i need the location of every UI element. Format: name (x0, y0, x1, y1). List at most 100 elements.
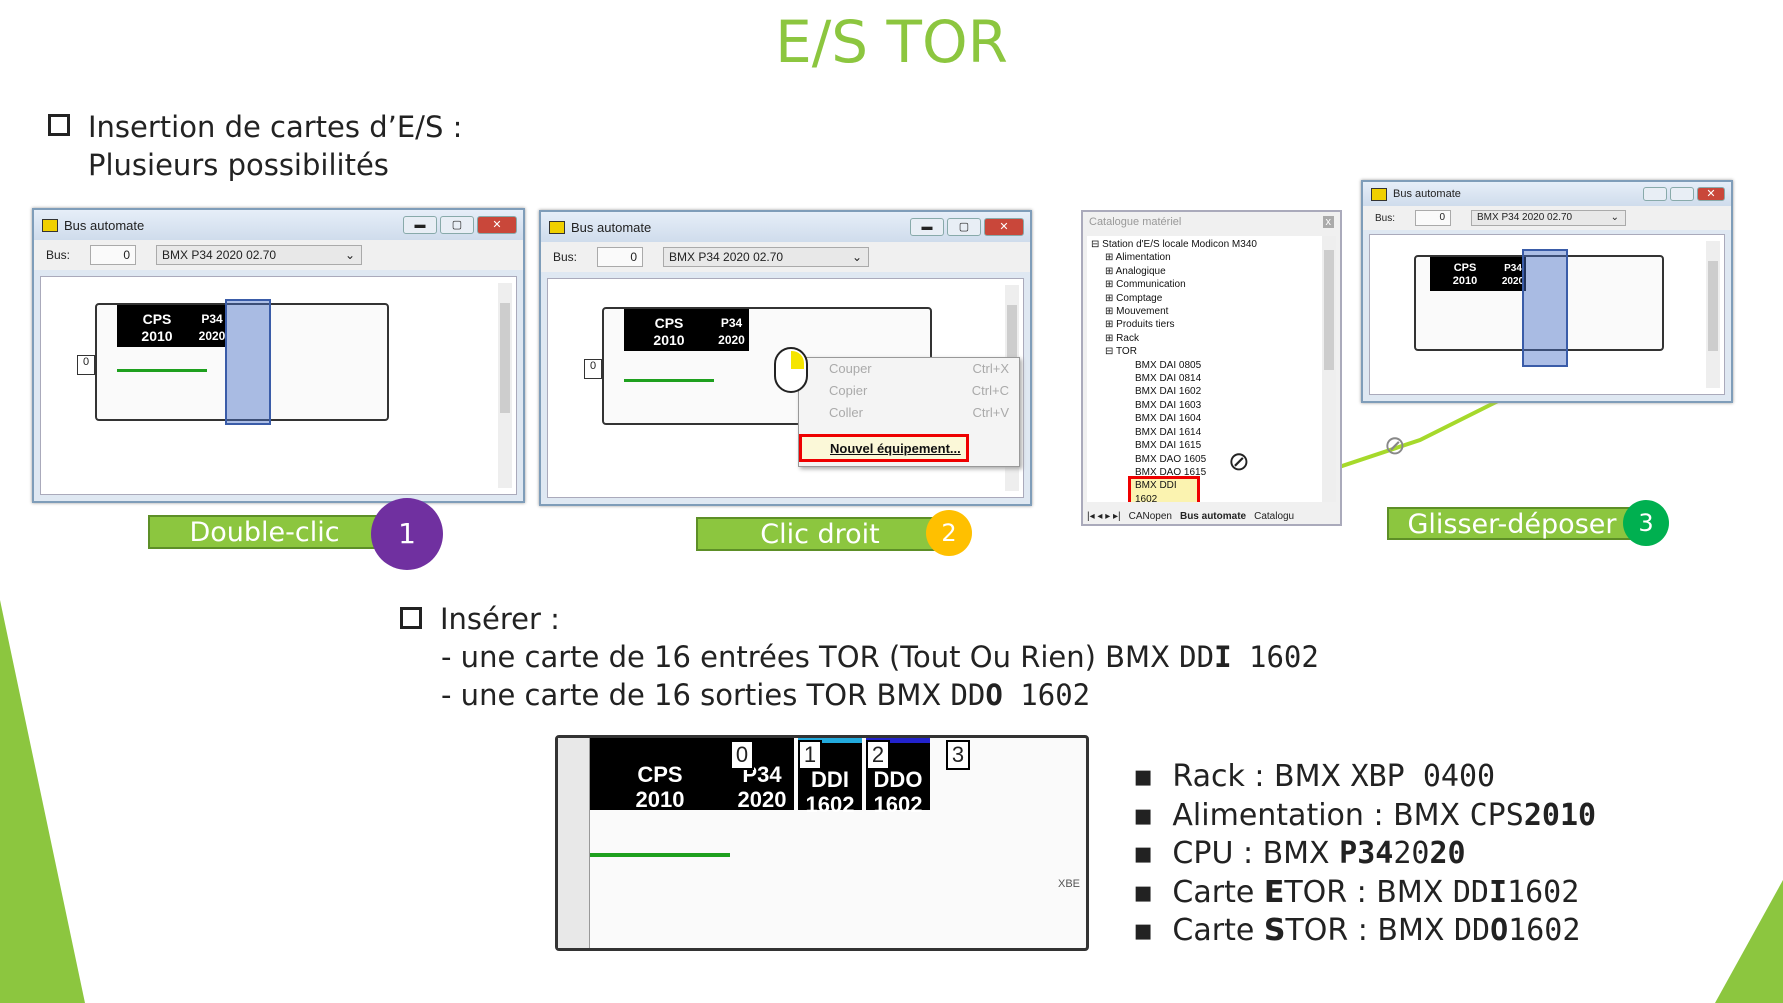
rack-number: 0 (77, 355, 95, 375)
scrollbar[interactable] (498, 283, 512, 488)
close-button[interactable]: ✕ (984, 218, 1024, 236)
tab-catalogue[interactable]: Catalogu (1254, 511, 1295, 522)
catalogue-tree: ⊟ Station d'E/S locale Modicon M340 ⊞ Al… (1087, 236, 1322, 502)
scrollbar[interactable] (1706, 241, 1720, 388)
dropped-module[interactable] (1522, 249, 1568, 367)
bus-icon (42, 218, 58, 232)
step-badge-3: 3 (1623, 500, 1669, 546)
bullet-checkbox-icon (48, 114, 70, 136)
tab-bus-automate[interactable]: Bus automate (1179, 511, 1247, 522)
bus-icon (549, 220, 565, 234)
tree-group[interactable]: ⊞ Communication (1105, 279, 1186, 291)
cpu-select[interactable]: BMX P34 2020 02.70⌄ (156, 245, 363, 265)
bus-automate-window-1: Bus automate ▬▢✕ Bus: 0 BMX P34 2020 02.70… (32, 208, 525, 503)
window-title: Bus automate (1393, 188, 1461, 200)
window-title: Bus automate (571, 219, 652, 235)
maximize-button[interactable]: ▢ (440, 216, 474, 234)
bus-input[interactable]: 0 (90, 245, 137, 265)
slide-title: E/S TOR (775, 8, 1008, 76)
minimize-button[interactable] (1643, 187, 1667, 201)
tree-item[interactable]: BMX DDI 1602 (1128, 476, 1200, 502)
intro-line1: Insertion de cartes d’E/S : (88, 110, 463, 144)
bus-label: Bus: (553, 250, 578, 264)
insert-line-ddi: - une carte de 16 entrées TOR (Tout Ou R… (441, 640, 1319, 674)
slot-2: 2 (866, 740, 890, 770)
no-drop-icon-faded: ⊘ (1384, 430, 1406, 460)
tree-group[interactable]: ⊞ Alimentation (1105, 252, 1171, 264)
tree-group[interactable]: ⊞ Produits tiers (1105, 319, 1175, 331)
tree-item[interactable]: BMX DAI 1604 (1135, 413, 1202, 425)
step-badge-2: 2 (926, 510, 972, 556)
insert-heading: Insérer : (440, 602, 560, 636)
bus-label: Bus: (1375, 212, 1396, 224)
bullet-checkbox-icon (400, 607, 422, 629)
tree-item[interactable]: BMX DAI 0814 (1135, 373, 1202, 385)
close-button[interactable]: ✕ (1697, 187, 1725, 201)
catalogue-title: Catalogue matériel (1089, 216, 1182, 228)
method-label-double-click: Double-clic (148, 515, 381, 549)
bus-automate-window-2: Bus automate ▬▢✕ Bus: 0 BMX P34 2020 02.70… (539, 210, 1032, 506)
maximize-button[interactable] (1670, 187, 1694, 201)
bus-label: Bus: (46, 248, 71, 262)
rack-number: 0 (584, 359, 602, 379)
xbe-label: XBE (1058, 878, 1081, 890)
tree-item[interactable]: BMX DAO 1605 (1135, 453, 1207, 465)
tree-item[interactable]: BMX DAI 1614 (1135, 426, 1202, 438)
slot-3: 3 (946, 740, 970, 770)
close-icon[interactable]: x (1322, 216, 1334, 228)
intro-line2: Plusieurs possibilités (88, 148, 389, 182)
slot-1: 1 (798, 740, 822, 770)
tree-item[interactable]: BMX DAO 1615 (1135, 466, 1207, 478)
step-badge-1: 1 (371, 498, 443, 570)
summary-stor: ▪ Carte STOR : BMX DDO1602 (1133, 913, 1581, 948)
summary-cpu: ▪ CPU : BMX P342020 (1133, 836, 1466, 871)
minimize-button[interactable]: ▬ (403, 216, 437, 234)
summary-power: ▪ Alimentation : BMX CPS2010 (1133, 797, 1597, 833)
cpu-select[interactable]: BMX P34 2020 02.70⌄ (663, 247, 870, 267)
tree-group[interactable]: ⊞ Comptage (1105, 292, 1163, 304)
window-title: Bus automate (64, 217, 145, 233)
bus-icon (1371, 187, 1387, 201)
maximize-button[interactable]: ▢ (947, 218, 981, 236)
slot-0: 0 (730, 740, 754, 770)
tree-item[interactable]: BMX DAI 1602 (1135, 386, 1202, 398)
right-green-triangle (1715, 880, 1783, 1003)
menu-item-new-equipment[interactable]: Nouvel équipement... (799, 434, 969, 462)
mouse-icon (774, 347, 808, 393)
tree-group[interactable]: ⊟ TOR (1105, 346, 1137, 358)
tab-nav-icons[interactable]: |◂ ◂ ▸ ▸| (1087, 511, 1121, 522)
left-green-triangle (0, 600, 85, 1003)
summary-list: ▪ Rack : BMX XBP 0400 ▪ Alimentation : B… (1133, 758, 1596, 951)
tree-group[interactable]: ⊞ Rack (1105, 332, 1139, 344)
summary-etor: ▪ Carte ETOR : BMX DDI1602 (1133, 874, 1580, 910)
scrollbar[interactable] (1322, 236, 1336, 502)
insert-line-ddo: - une carte de 16 sorties TOR BMX DDO 16… (441, 678, 1091, 712)
summary-rack: ▪ Rack : BMX XBP 0400 (1133, 759, 1496, 794)
bus-input[interactable]: 0 (597, 247, 644, 267)
tree-item[interactable]: BMX DAI 1603 (1135, 399, 1202, 411)
tab-canopen[interactable]: CANopen (1128, 511, 1172, 522)
bus-input[interactable]: 0 (1415, 210, 1452, 226)
selected-slot[interactable] (225, 299, 271, 425)
tree-group[interactable]: ⊞ Mouvement (1105, 306, 1169, 318)
tree-item[interactable]: BMX DAI 0805 (1135, 359, 1202, 371)
close-button[interactable]: ✕ (477, 216, 517, 234)
tree-item[interactable]: BMX DAI 1615 (1135, 440, 1202, 452)
tree-root[interactable]: ⊟ Station d'E/S locale Modicon M340 (1091, 239, 1257, 250)
minimize-button[interactable]: ▬ (910, 218, 944, 236)
cpu-select[interactable]: BMX P34 2020 02.70⌄ (1471, 210, 1627, 226)
no-drop-icon: ⊘ (1228, 446, 1250, 476)
hardware-catalogue-panel: Catalogue matériel x ⊟ Station d'E/S loca… (1081, 210, 1342, 526)
tree-group[interactable]: ⊞ Analogique (1105, 265, 1166, 277)
method-label-drag-drop: Glisser-déposer (1387, 507, 1637, 540)
